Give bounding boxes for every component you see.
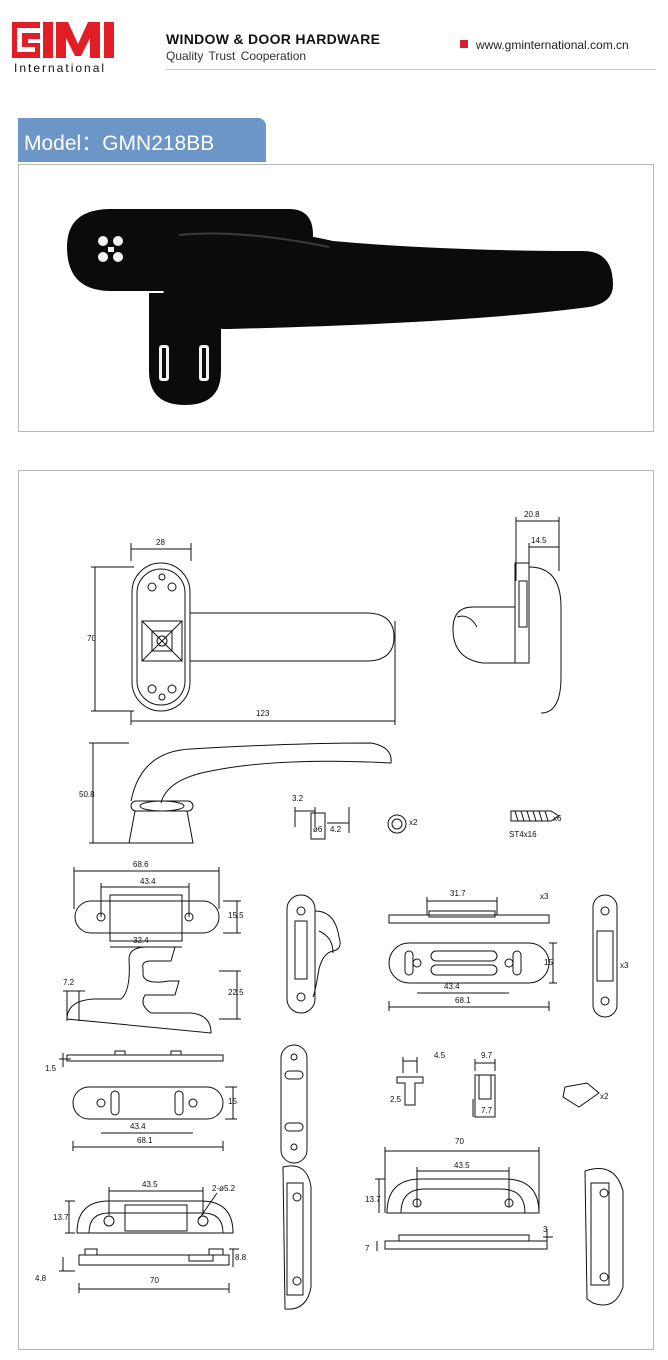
- handle-top-view: [91, 543, 396, 725]
- plate-2: [59, 1044, 308, 1164]
- dim-50-8: 50.8: [79, 790, 95, 799]
- dim-68-1b: 68.1: [137, 1136, 153, 1145]
- website-link[interactable]: www.gminternational.com.cn: [460, 38, 629, 52]
- dim-2-d5-2: 2-ø5.2: [212, 1184, 236, 1193]
- dim-70: 70: [87, 634, 96, 643]
- technical-drawing-frame: 28 70 123 20.8 14.5 50.8 3.2 ø6 4.2 x2 x…: [18, 470, 654, 1350]
- handle-front-view: [89, 742, 392, 844]
- dim-7-7: 7.7: [481, 1106, 493, 1115]
- qty-x6: x6: [553, 814, 562, 823]
- product-photo-frame: [18, 164, 654, 432]
- model-label: Model：GMN218BB: [24, 132, 215, 155]
- dim-4-2: 4.2: [330, 825, 342, 834]
- dim-43-4c: 43.4: [130, 1122, 146, 1131]
- dim-14-5: 14.5: [531, 536, 547, 545]
- gmi-logo: [12, 22, 114, 58]
- keeper-face-plate-1: [286, 894, 341, 1014]
- dim-43-5: 43.5: [454, 1161, 470, 1170]
- dim-28: 28: [156, 538, 165, 547]
- dim-1-5: 1.5: [45, 1064, 57, 1073]
- keeper-side-1: [63, 946, 241, 1034]
- header-divider: [166, 69, 656, 70]
- dim-22-5: 22.5: [228, 988, 244, 997]
- dim-7-2: 7.2: [63, 978, 75, 987]
- dim-70c: 70: [150, 1276, 159, 1285]
- dim-15-5: 15.5: [228, 911, 244, 920]
- handle-photo: [67, 209, 613, 405]
- screw-spec: ST4x16: [509, 830, 537, 839]
- dim-3-2: 3.2: [292, 794, 304, 803]
- keeper-bottom-left: [59, 1165, 312, 1310]
- header-title: WINDOW & DOOR HARDWARE: [166, 31, 381, 47]
- dim-70b: 70: [455, 1137, 464, 1146]
- qty-x3b: x3: [620, 961, 629, 970]
- dim-d6: ø6: [313, 825, 323, 834]
- dim-68-1: 68.1: [455, 996, 471, 1005]
- dim-4-5: 4.5: [434, 1051, 446, 1060]
- dim-43-5b: 43.5: [142, 1180, 158, 1189]
- technical-drawing: 28 70 123 20.8 14.5 50.8 3.2 ø6 4.2 x2 x…: [35, 510, 629, 1310]
- small-parts: [294, 807, 560, 840]
- dim-3: 3: [543, 1225, 548, 1234]
- dim-31-7: 31.7: [450, 889, 466, 898]
- dim-20-8: 20.8: [524, 510, 540, 519]
- qty-x2: x2: [409, 818, 418, 827]
- model-tab: [18, 118, 266, 162]
- logo-subtitle: International: [14, 61, 107, 75]
- dim-13-7b: 13.7: [53, 1213, 69, 1222]
- bullet-square-icon: [460, 40, 468, 48]
- dim-43-4: 43.4: [140, 877, 156, 886]
- dim-43-4b: 43.4: [444, 982, 460, 991]
- website-text: www.gminternational.com.cn: [476, 38, 629, 52]
- dim-8-8: 8.8: [235, 1253, 247, 1262]
- dim-123: 123: [256, 709, 270, 718]
- handle-side-view: [452, 517, 562, 714]
- dim-68-6: 68.6: [133, 860, 149, 869]
- header: International WINDOW & DOOR HARDWARE Qua…: [0, 0, 668, 80]
- qty-x2b: x2: [600, 1092, 609, 1101]
- dim-7: 7: [365, 1244, 370, 1253]
- dim-4-8: 4.8: [35, 1274, 47, 1283]
- dim-13-7: 13.7: [365, 1195, 381, 1204]
- keeper-bottom-right: [375, 1147, 624, 1306]
- keeper-plan-1: [73, 867, 241, 948]
- keeper-right: [388, 894, 618, 1018]
- dim-2-5: 2.5: [390, 1095, 402, 1104]
- small-parts-2: [396, 1057, 600, 1118]
- dim-9-7: 9.7: [481, 1051, 493, 1060]
- header-subtitle: Quality Trust Cooperation: [166, 49, 307, 63]
- qty-x3: x3: [540, 892, 549, 901]
